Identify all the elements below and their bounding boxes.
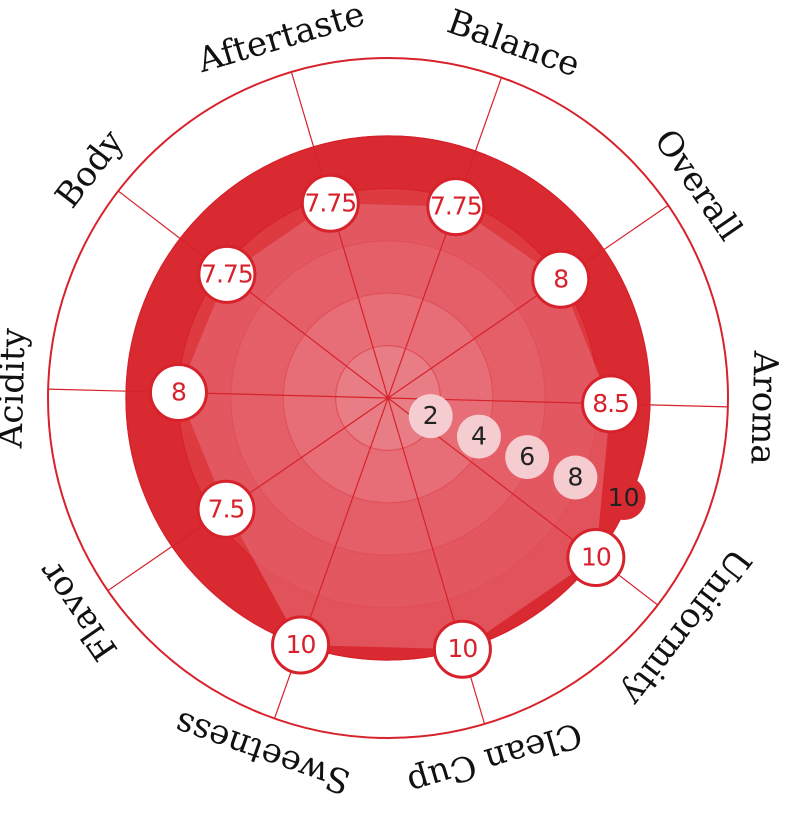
value-markers: 8.5 10 10 10 7.5 8 7.75 7.75 7.75 8 — [148, 173, 641, 679]
value-marker-aroma — [581, 374, 641, 434]
category-label-sweetness: Sweetness — [170, 703, 356, 802]
tick-badge-2 — [408, 394, 453, 439]
category-label-acidity: Acidity — [0, 327, 34, 450]
value-label-balance: 7.75 — [430, 192, 482, 221]
radar-grid — [48, 71, 728, 725]
value-marker-flavor — [196, 479, 256, 539]
tick-badge-6 — [505, 435, 550, 480]
axis-line-aftertaste — [290, 71, 389, 399]
tick-label-4: 4 — [471, 422, 487, 451]
value-marker-balance — [426, 177, 486, 237]
category-label-uniformity: Uniformity — [613, 541, 759, 714]
value-marker-aftertaste — [300, 173, 360, 233]
value-label-uniformity: 10 — [581, 542, 611, 571]
tick-label-6: 6 — [519, 442, 535, 471]
tick-badge-8 — [553, 455, 598, 500]
value-label-aroma: 8.5 — [592, 389, 629, 418]
category-label-body: Body — [48, 122, 133, 216]
radar-outer-ring — [47, 57, 729, 739]
value-marker-acidity — [148, 363, 208, 423]
axis-line-overall — [387, 204, 669, 399]
value-marker-uniformity — [566, 527, 626, 587]
category-label-flavor: Flavor — [30, 553, 126, 667]
value-label-sweetness: 10 — [286, 630, 316, 659]
value-label-aftertaste: 7.75 — [304, 188, 356, 217]
value-label-clean-cup: 10 — [448, 634, 478, 663]
tick-label-8: 8 — [567, 463, 583, 492]
value-marker-clean-cup — [432, 619, 492, 679]
tick-label-2: 2 — [423, 401, 439, 430]
value-marker-sweetness — [271, 615, 331, 675]
tick-badge-10 — [601, 476, 646, 521]
outer-ring — [47, 57, 729, 739]
value-label-acidity: 8 — [171, 378, 186, 407]
axis-line-acidity — [48, 388, 389, 399]
value-label-body: 7.75 — [201, 259, 253, 288]
category-label-overall: Overall — [646, 122, 750, 248]
tick-label-10: 10 — [608, 483, 640, 512]
value-label-overall: 8 — [553, 264, 568, 293]
axis-line-balance — [387, 77, 503, 399]
category-label-clean-cup: Clean Cup — [403, 714, 587, 803]
ring-10-outline — [125, 135, 651, 661]
category-label-aroma: Aroma — [742, 349, 785, 465]
category-label-aftertaste: Aftertaste — [192, 0, 369, 81]
category-label-balance: Balance — [442, 2, 585, 86]
score-area — [178, 203, 611, 650]
value-marker-body — [197, 244, 257, 304]
tick-badge-4 — [456, 414, 501, 459]
radar-area — [178, 203, 611, 650]
value-label-flavor: 7.5 — [208, 494, 245, 523]
axis-line-body — [117, 190, 389, 399]
tick-labels: 2 4 6 8 10 — [408, 394, 646, 521]
value-marker-overall — [531, 249, 591, 309]
